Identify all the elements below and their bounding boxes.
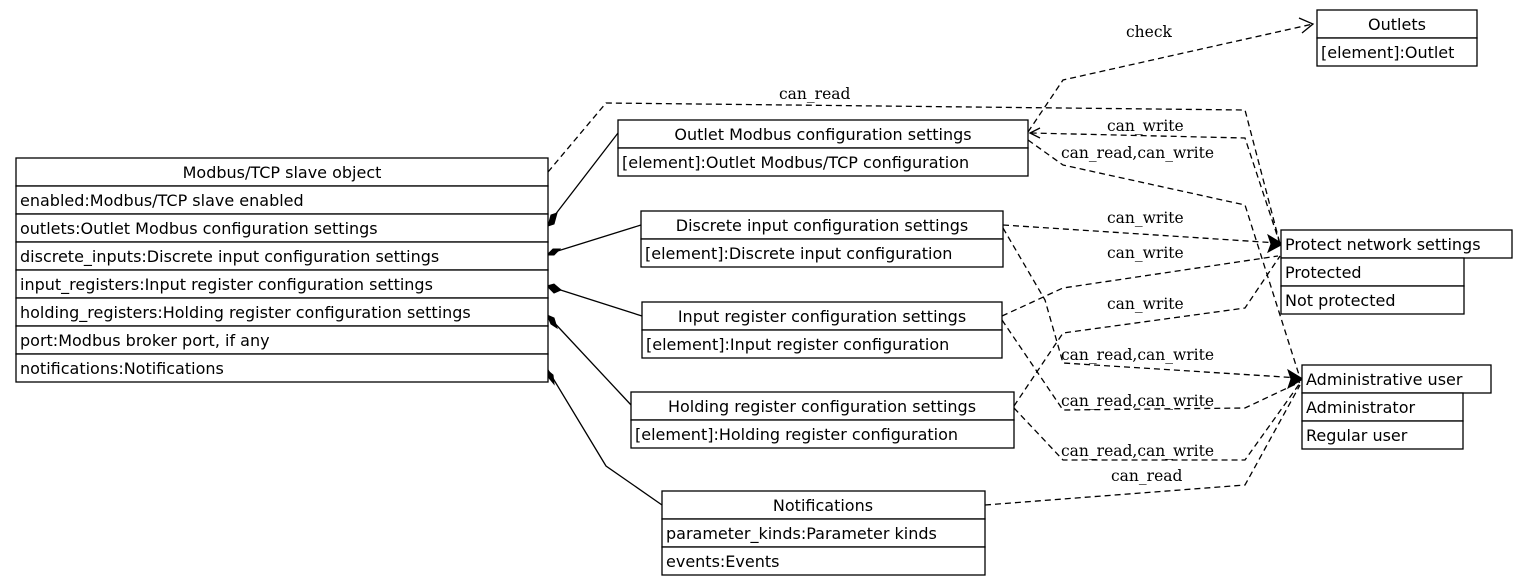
node-row: Not protected: [1285, 291, 1395, 310]
edge-discrete-can-write: [1002, 224, 1279, 244]
edge-label-notifications-can-read: can_read: [1111, 467, 1182, 485]
node-outlet-modbus-configuration: Outlet Modbus configuration settings [el…: [617, 119, 1029, 177]
node-administrative-user: Administrative user Administrator Regula…: [1301, 364, 1492, 450]
dependency-edges: [547, 17, 1315, 506]
node-title: Notifications: [773, 496, 873, 515]
node-title: Protect network settings: [1285, 235, 1481, 254]
node-row: [element]:Outlet Modbus/TCP configuratio…: [622, 153, 969, 172]
edge-can-read-top: [547, 102, 1281, 245]
node-row: Administrator: [1306, 398, 1415, 417]
node-row: Regular user: [1306, 426, 1408, 445]
node-row: Protected: [1285, 263, 1362, 282]
edge-input-can-read-write: [1001, 319, 1301, 411]
node-protect-network-settings: Protect network settings Protected Not p…: [1280, 229, 1513, 315]
arrow-head-icon: [1287, 368, 1304, 390]
edge-label-check: check: [1126, 23, 1173, 41]
edge-label-input-can-read-write: can_read,can_write: [1061, 392, 1214, 410]
node-row: outlets:Outlet Modbus configuration sett…: [20, 219, 378, 238]
edge-holding-can-read-write: [1013, 382, 1301, 461]
node-title: Discrete input configuration settings: [676, 216, 968, 235]
node-row: [element]:Holding register configuration: [635, 425, 958, 444]
edge-notifications-can-read: [984, 384, 1301, 506]
edge-discrete-can-read-write: [1002, 227, 1301, 379]
node-row: parameter_kinds:Parameter kinds: [666, 524, 937, 544]
edge-label-holding-can-read-write: can_read,can_write: [1061, 442, 1214, 460]
edge-label-outlet-can-read-write: can_read,can_write: [1061, 144, 1214, 162]
node-title: Administrative user: [1306, 370, 1463, 389]
node-title: Outlet Modbus configuration settings: [674, 125, 971, 144]
node-notifications: Notifications parameter_kinds:Parameter …: [661, 490, 986, 576]
edge-input-composition: [547, 285, 643, 317]
node-title: Input register configuration settings: [678, 307, 966, 326]
edge-outlets-composition: [547, 132, 619, 225]
node-row: port:Modbus broker port, if any: [20, 331, 270, 350]
node-title: Holding register configuration settings: [668, 397, 976, 416]
node-title: Modbus/TCP slave object: [183, 163, 382, 182]
node-holding-register-configuration: Holding register configuration settings …: [630, 391, 1015, 449]
edge-check: [1027, 23, 1314, 133]
node-row: notifications:Notifications: [20, 359, 224, 378]
edge-labels: check can_read can_write can_read,can_wr…: [779, 23, 1214, 485]
node-row: input_registers:Input register configura…: [20, 275, 433, 295]
arrow-head-icon: [1028, 127, 1041, 139]
node-row: enabled:Modbus/TCP slave enabled: [20, 191, 304, 210]
composition-diamond-icon: [546, 314, 558, 330]
edge-label-input-can-write: can_write: [1107, 244, 1184, 262]
edge-input-can-write: [1001, 255, 1279, 317]
node-row: [element]:Discrete input configuration: [645, 244, 952, 263]
composition-diamond-icon: [547, 212, 558, 227]
node-row: events:Events: [666, 552, 779, 571]
node-title: Outlets: [1368, 15, 1426, 34]
edge-notifications-composition: [547, 369, 663, 506]
edge-holding-composition: [547, 315, 633, 407]
composition-diamond-icon: [546, 283, 562, 294]
node-discrete-input-configuration: Discrete input configuration settings [e…: [640, 210, 1004, 268]
arrow-head-icon: [1267, 233, 1285, 254]
edge-label-holding-can-write: can_write: [1107, 295, 1184, 313]
edge-label-outlet-can-write: can_write: [1107, 117, 1184, 135]
edge-outlet-can-read-write: [1027, 139, 1301, 379]
node-input-register-configuration: Input register configuration settings [e…: [641, 301, 1003, 359]
arrow-head-icon: [1298, 17, 1315, 34]
node-row: discrete_inputs:Discrete input configura…: [20, 247, 439, 267]
node-row: holding_registers:Holding register confi…: [20, 303, 471, 323]
node-modbus-slave-object: Modbus/TCP slave object enabled:Modbus/T…: [15, 157, 549, 383]
edge-label-can-read-top: can_read: [779, 85, 850, 103]
edge-label-discrete-can-read-write: can_read,can_write: [1061, 346, 1214, 364]
node-row: [element]:Outlet: [1321, 43, 1454, 62]
edge-outlet-can-write: [1029, 132, 1281, 245]
edge-discrete-composition: [547, 224, 642, 255]
composition-edges: [545, 132, 663, 506]
edge-label-discrete-can-write: can_write: [1107, 209, 1184, 227]
node-row: [element]:Input register configuration: [646, 335, 949, 354]
edge-holding-can-write: [1013, 255, 1281, 407]
node-outlets: Outlets [element]:Outlet: [1316, 9, 1478, 67]
composition-diamond-icon: [545, 248, 562, 256]
